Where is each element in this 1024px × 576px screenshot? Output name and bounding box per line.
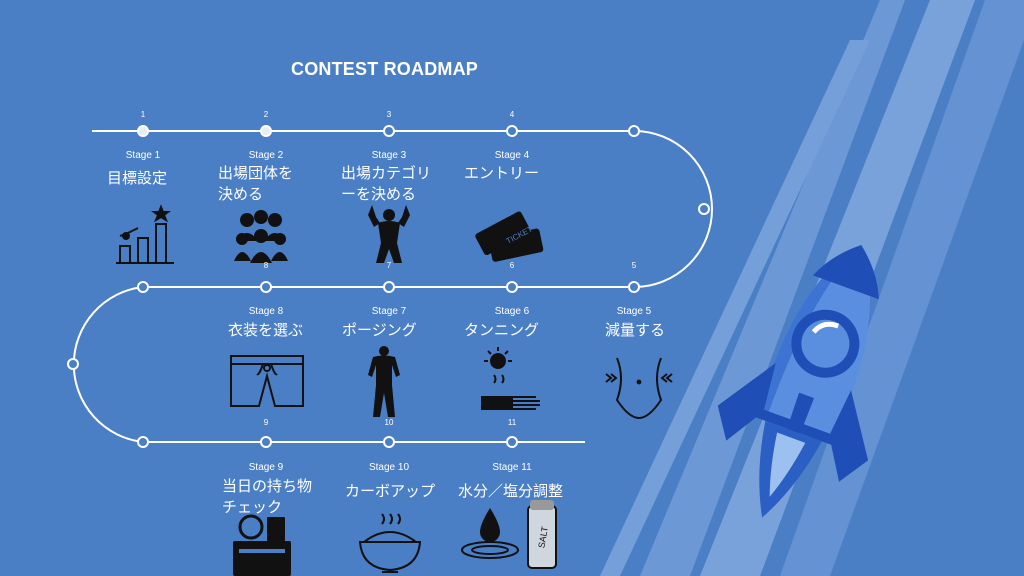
stage-name: 水分／塩分調整 [458, 482, 564, 500]
stage-number: 9 [263, 418, 269, 427]
stage-number: 1 [140, 110, 146, 119]
stage-label: Stage 9 [248, 462, 284, 473]
roadmap-node [506, 281, 518, 293]
roadmap-node [383, 125, 395, 137]
speed-streaks [600, 0, 1024, 576]
roadmap-node [698, 203, 710, 215]
stage-label: Stage 2 [248, 150, 284, 161]
stage-label: Stage 6 [494, 306, 530, 317]
roadmap-node [506, 125, 518, 137]
stage-name: 当日の持ち物チェック [222, 477, 313, 516]
stage-number: 8 [263, 261, 269, 270]
roadmap-node [383, 436, 395, 448]
roadmap-node [260, 125, 272, 137]
roadmap-node [137, 436, 149, 448]
posing-icon [368, 346, 400, 417]
stage-number: 4 [509, 110, 515, 119]
stage-name: 減量する [605, 321, 666, 339]
roadmap-node [67, 358, 79, 370]
bodybuilder-icon [368, 205, 410, 263]
roadmap-node [260, 436, 272, 448]
tickets-icon: TICKET [475, 211, 544, 262]
tanning-icon [481, 347, 540, 410]
goal-podium-icon [116, 204, 174, 264]
roadmap-node [506, 436, 518, 448]
stage-name: 出場カテゴリーを決める [341, 164, 432, 203]
water-salt-icon: SALT [461, 500, 557, 569]
roadmap-node [628, 281, 640, 293]
roadmap-node [137, 125, 149, 137]
people-group-icon [234, 210, 288, 263]
stage-name: 出場団体を決める [218, 164, 294, 203]
roadmap-node [137, 281, 149, 293]
trunks-icon [230, 355, 304, 407]
stage-number: 10 [384, 418, 394, 427]
roadmap-node [383, 281, 395, 293]
stage-name: タンニング [464, 321, 540, 339]
stage-number: 5 [631, 261, 637, 270]
roadmap-node [628, 125, 640, 137]
stage-name: カーボアップ [345, 482, 436, 500]
stage-number: 3 [386, 110, 392, 119]
salt-text: SALT [536, 525, 550, 549]
stage-label: Stage 10 [368, 462, 410, 473]
stage-label: Stage 1 [125, 150, 161, 161]
stage-name: ポージング [342, 321, 417, 339]
stage-number: 11 [507, 418, 517, 427]
page-title: CONTEST ROADMAP [291, 59, 478, 79]
stage-label: Stage 11 [492, 462, 532, 473]
stage-name: 目標設定 [107, 169, 168, 187]
stage-number: 6 [509, 261, 515, 270]
roadmap-node [260, 281, 272, 293]
stage-number: 7 [386, 261, 392, 270]
stage-label: Stage 7 [371, 306, 407, 317]
stage-label: Stage 5 [616, 306, 652, 317]
stage-name: 衣装を選ぶ [228, 321, 304, 339]
stage-number: 2 [263, 110, 269, 119]
stage-name: エントリー [464, 164, 540, 182]
bag-check-icon [233, 514, 291, 576]
waist-slim-icon [605, 357, 673, 420]
stage-label: Stage 4 [494, 150, 530, 161]
rocket-icon [717, 245, 879, 518]
rice-bowl-icon [358, 513, 422, 573]
stage-label: Stage 8 [248, 306, 284, 317]
stage-label: Stage 3 [371, 150, 407, 161]
